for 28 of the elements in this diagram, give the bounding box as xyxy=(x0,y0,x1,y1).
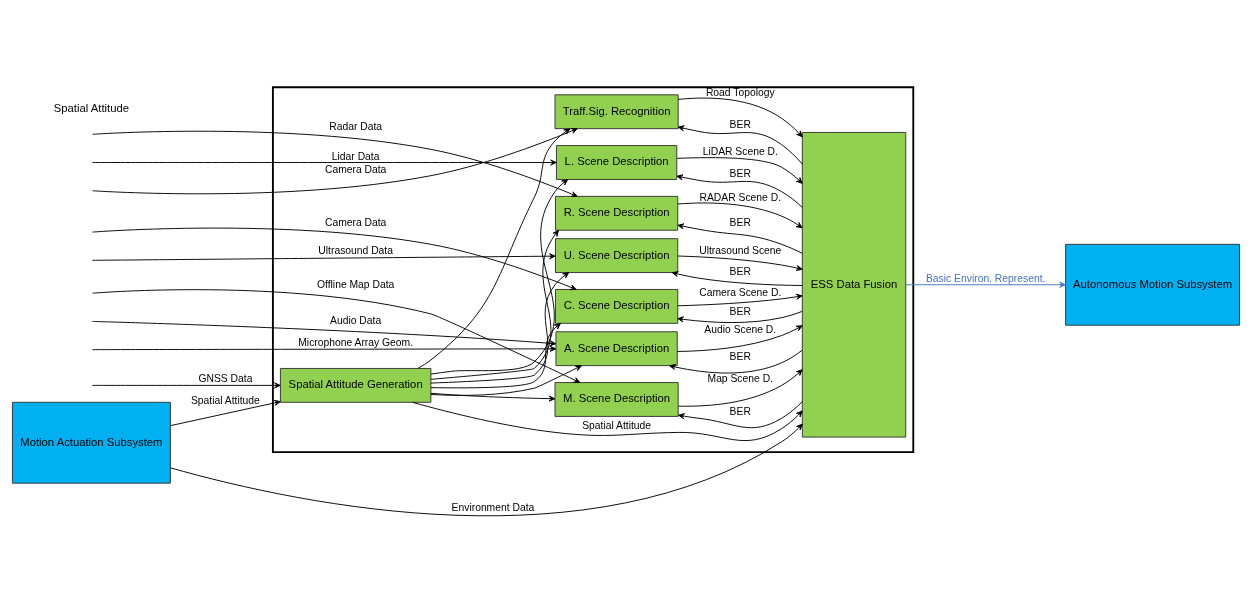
edge-label: BER xyxy=(729,118,751,130)
edge-label: Ultrasound Data xyxy=(318,244,393,256)
edge-label: RADAR Scene D. xyxy=(699,191,782,203)
edge-label: Audio Scene D. xyxy=(704,323,777,335)
edge-label: Lidar Data xyxy=(331,150,380,161)
edge-label: Camera Data xyxy=(324,163,387,175)
edge-label: Map Scene D. xyxy=(707,372,773,384)
edge-label: GNSS Data xyxy=(198,372,253,384)
edge-label: BER xyxy=(729,265,751,277)
edge-label: Camera Scene D. xyxy=(699,286,782,298)
edge-label: BER xyxy=(729,305,751,317)
edge-label: BER xyxy=(729,405,751,417)
edge-label: Camera Data xyxy=(324,216,387,228)
edge-label: Spatial Attitude xyxy=(190,394,260,406)
edge-label: Radar Data xyxy=(329,120,383,132)
edge-label: LiDAR Scene D. xyxy=(702,145,778,157)
edge-label: Road Topology xyxy=(705,86,775,98)
edge-label: Environment Data xyxy=(451,501,535,513)
edge-label: Offline Map Data xyxy=(316,278,395,290)
edge-label: BER xyxy=(729,350,751,362)
edge-label: Spatial Attitude xyxy=(582,419,652,431)
edge-label: BER xyxy=(729,167,751,179)
edge-label: Basic Environ. Represent. xyxy=(925,272,1046,284)
label: Spatial Attitude xyxy=(53,101,129,114)
edge-label: BER xyxy=(729,216,751,228)
edge-label: Microphone Array Geom. xyxy=(298,336,414,348)
edge-label: Audio Data xyxy=(330,314,382,326)
edge-label: Ultrasound Scene xyxy=(699,244,782,256)
